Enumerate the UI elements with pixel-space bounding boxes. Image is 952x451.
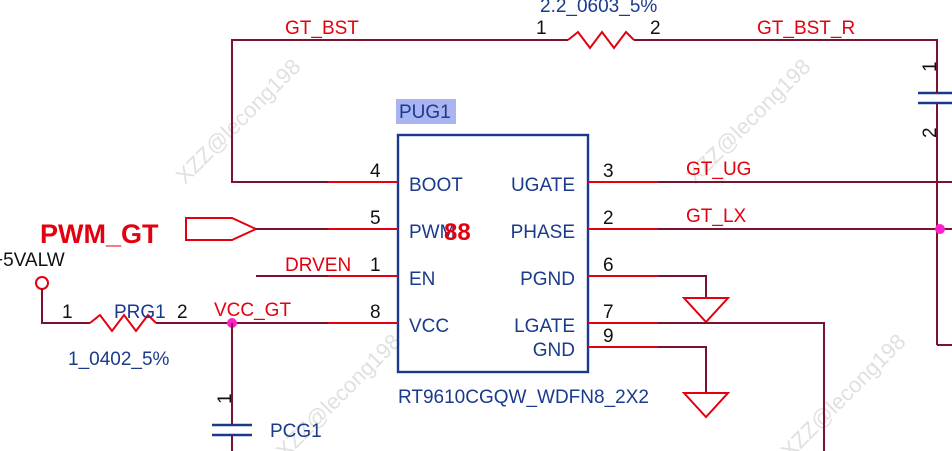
ic-part-number: RT9610CGQW_WDFN8_2X2 xyxy=(398,387,649,408)
pin-number: 5 xyxy=(370,208,381,229)
wire-gnd xyxy=(658,346,707,393)
pin-number: 2 xyxy=(650,18,661,39)
pin-number: 2 xyxy=(920,127,941,138)
ic-body[interactable] xyxy=(396,133,590,374)
pin-number: 2 xyxy=(177,302,188,323)
pin-number: 1 xyxy=(62,302,73,323)
resistor-prg1-refdes: PRG1 xyxy=(114,302,166,323)
pin-number: 1 xyxy=(215,393,236,404)
pin-name-gnd: GND xyxy=(533,340,575,361)
junction-gt-lx xyxy=(935,224,945,234)
net-label-drven: DRVEN xyxy=(285,255,351,276)
power-port-5valw[interactable] xyxy=(35,276,49,290)
pin-number: 9 xyxy=(603,326,614,347)
net-label-gt-bst: GT_BST xyxy=(285,18,359,39)
pin-name-pgnd: PGND xyxy=(520,269,575,290)
resistor-prg1[interactable] xyxy=(89,313,157,333)
wire-gt-bst-r[interactable] xyxy=(634,39,938,72)
pin-name-vcc: VCC xyxy=(409,316,449,337)
net-label-gt-bst-r: GT_BST_R xyxy=(757,18,855,39)
pin-number: 7 xyxy=(603,302,614,323)
pin-number: 3 xyxy=(603,161,614,182)
pin-number: 1 xyxy=(536,18,547,39)
boot-resistor[interactable] xyxy=(567,30,635,50)
pin-number: 8 xyxy=(370,302,381,323)
pin-name-boot: BOOT xyxy=(409,175,463,196)
pin-number: 6 xyxy=(603,255,614,276)
boot-resistor-value: 2.2_0603_5% xyxy=(540,0,657,17)
pin-number: 2 xyxy=(603,208,614,229)
ic-refdes: PUG1 xyxy=(399,102,451,123)
ground-symbol-pgnd xyxy=(681,297,731,324)
wire-5valw xyxy=(41,289,90,324)
pin-number: 1 xyxy=(370,255,381,276)
watermark: XZZ@lecong198 xyxy=(171,54,306,189)
net-label-vcc-gt: VCC_GT xyxy=(214,300,291,321)
wire-pgnd xyxy=(658,275,707,298)
pin-number: 4 xyxy=(370,161,381,182)
pin-name-lgate: LGATE xyxy=(514,316,575,337)
net-label-power: +5VALW xyxy=(0,250,65,271)
pin-name-pwm: PWM xyxy=(409,222,455,243)
ic-value-overlay: 88 xyxy=(444,219,471,246)
net-label-pwm-gt: PWM_GT xyxy=(40,219,159,249)
pin-name-en: EN xyxy=(409,269,435,290)
pin-name-phase: PHASE xyxy=(511,222,575,243)
pwm-input-port[interactable] xyxy=(185,217,259,241)
ground-symbol-gnd xyxy=(681,392,731,419)
wire-lgate[interactable] xyxy=(658,322,825,451)
net-label-gt-lx: GT_LX xyxy=(686,206,747,227)
pin-name-ugate: UGATE xyxy=(511,175,575,196)
net-label-gt-ug: GT_UG xyxy=(686,159,751,180)
watermark: XZZ@lecong198 xyxy=(776,329,911,451)
resistor-prg1-value: 1_0402_5% xyxy=(68,349,170,370)
wire-gt-bst[interactable] xyxy=(231,39,568,183)
pcg1-refdes: PCG1 xyxy=(270,421,322,442)
ic-refdes-highlight xyxy=(396,99,456,124)
pin-number: 1 xyxy=(920,61,941,72)
